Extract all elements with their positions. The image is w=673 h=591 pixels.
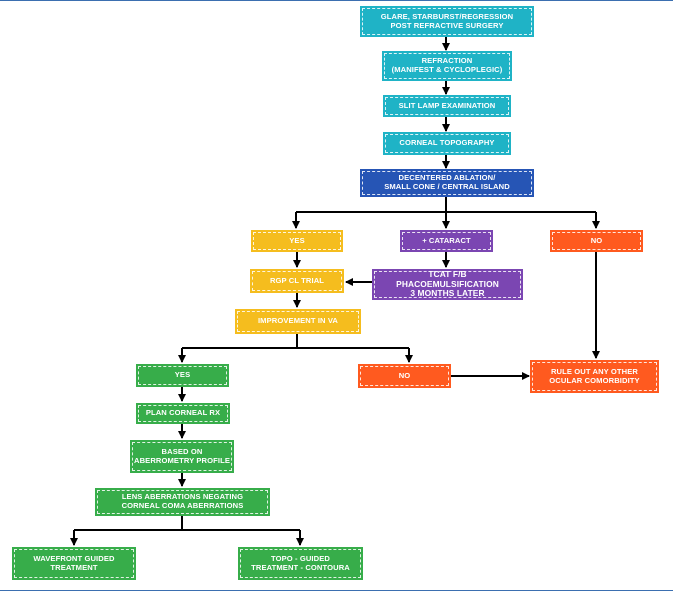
node-lens-aberrations: LENS ABERRATIONS NEGATING CORNEAL COMA A… <box>95 488 270 516</box>
node-plan-corneal-rx: PLAN CORNEAL RX <box>136 403 230 424</box>
node-tcat-phacoemulsification: TCAT F/B PHACOEMULSIFICATION 3 MONTHS LA… <box>372 269 523 300</box>
node-glare-starburst: GLARE, STARBURST/REGRESSION POST REFRACT… <box>360 6 534 37</box>
node-rule-out-comorbidity: RULE OUT ANY OTHER OCULAR COMORBIDITY <box>530 360 659 393</box>
node-based-on-aberrometry: BASED ON ABERROMETRY PROFILE <box>130 440 234 473</box>
node-topo-guided-contoura: TOPO - GUIDED TREATMENT - CONTOURA <box>238 547 363 580</box>
node-corneal-topography: CORNEAL TOPOGRAPHY <box>383 132 511 155</box>
node-no-1: NO <box>550 230 643 252</box>
node-wavefront-guided: WAVEFRONT GUIDED TREATMENT <box>12 547 136 580</box>
node-refraction: REFRACTION (MANIFEST & CYCLOPLEGIC) <box>382 51 512 81</box>
node-cataract: + CATARACT <box>400 230 493 252</box>
node-decentered-ablation: DECENTERED ABLATION/ SMALL CONE / CENTRA… <box>360 169 534 197</box>
node-yes-2: YES <box>136 364 229 387</box>
node-yes-1: YES <box>251 230 343 252</box>
node-improvement-in-va: IMPROVEMENT IN VA <box>235 309 361 334</box>
node-rgp-cl-trial: RGP CL TRIAL <box>250 269 344 293</box>
node-slit-lamp-examination: SLIT LAMP EXAMINATION <box>383 95 511 117</box>
node-no-2: NO <box>358 364 451 388</box>
